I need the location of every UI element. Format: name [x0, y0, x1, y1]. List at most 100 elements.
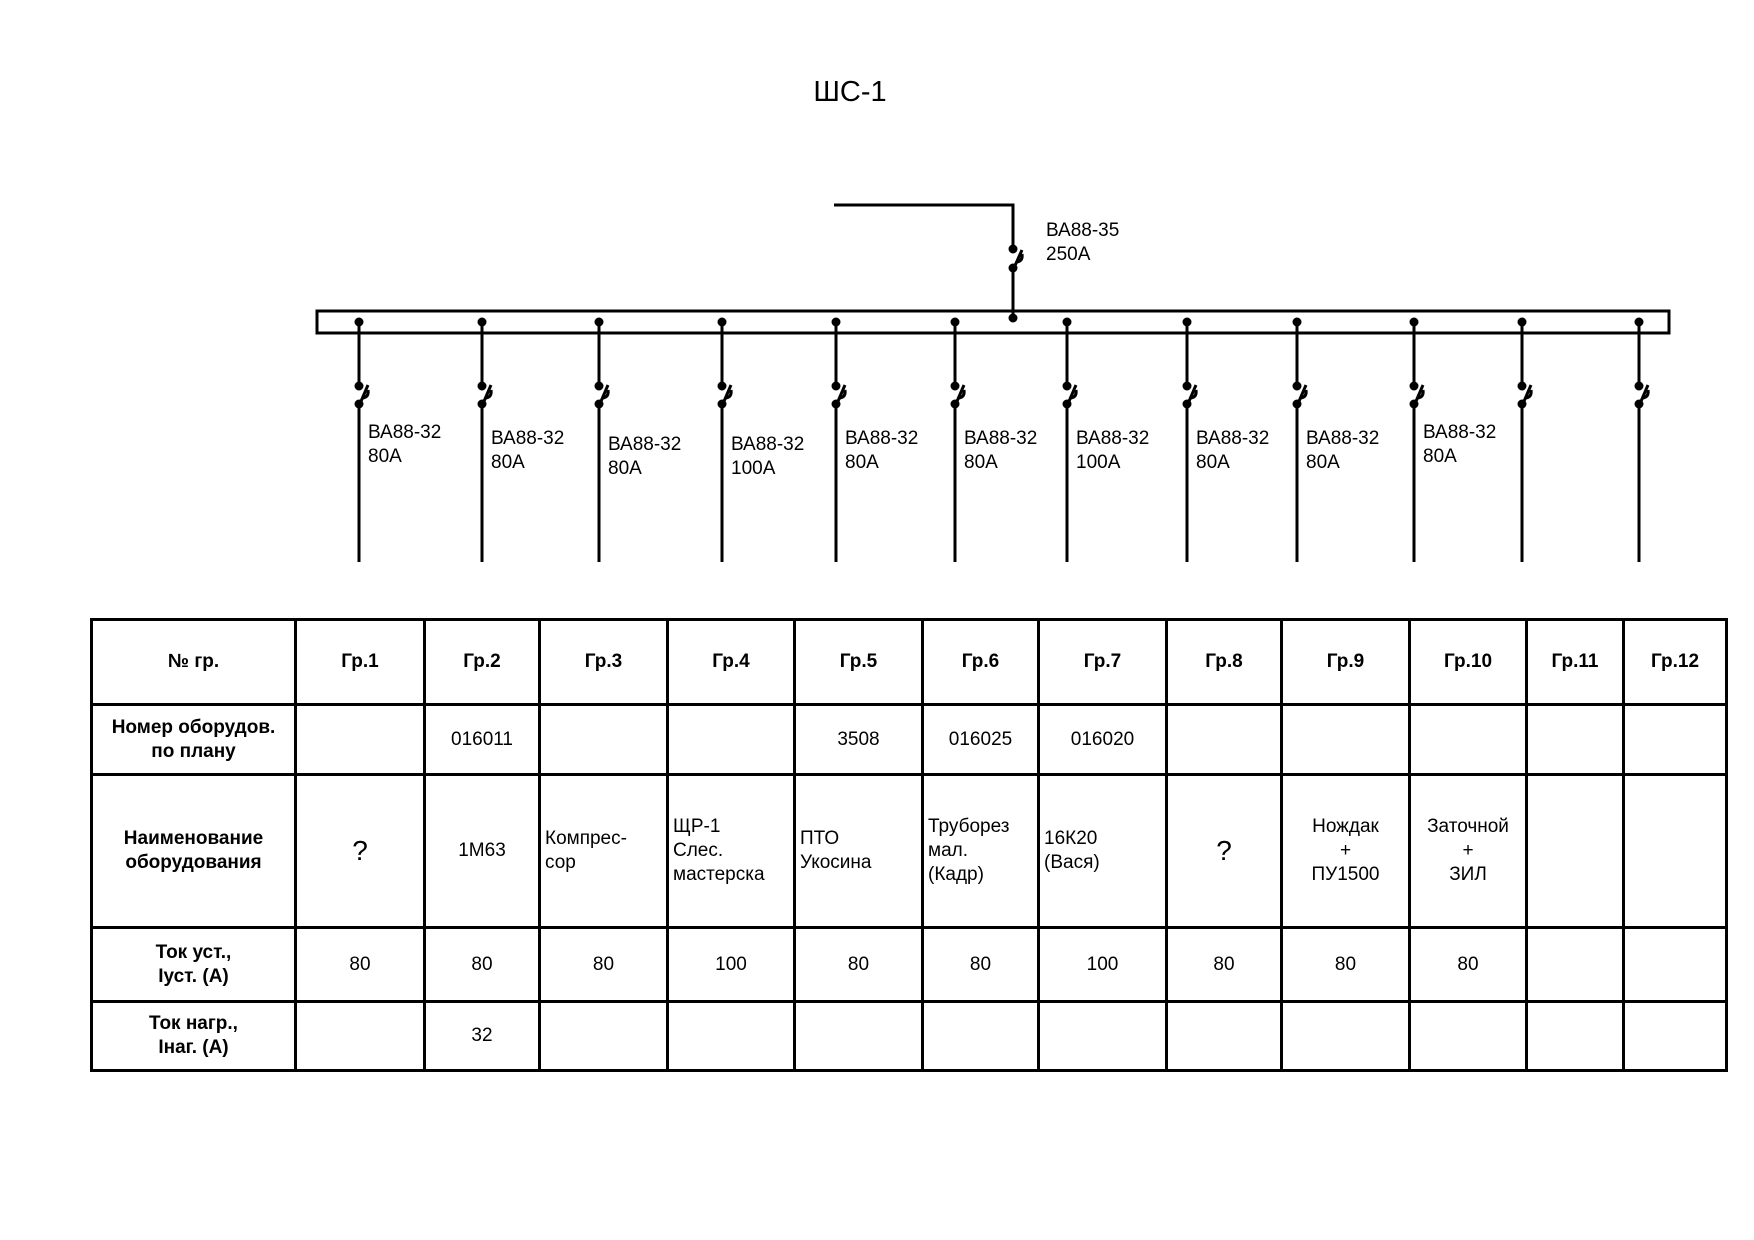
equipment-number-cell: 016025 [921, 703, 1040, 776]
equipment-number-cell [1280, 703, 1411, 776]
equipment-name-cell: Заточной + ЗИЛ [1408, 773, 1528, 929]
breaker-rating: 80А [964, 452, 998, 473]
equipment-name-cell: ПТО Укосина [793, 773, 924, 929]
row-header: Наименование оборудования [90, 773, 297, 929]
single-line-diagram [315, 203, 1671, 562]
group-number-cell: Гр.7 [1037, 618, 1168, 706]
table-row-load-current: Ток нагр., Iнаг. (А) 32 [90, 1000, 1728, 1072]
set-current-cell: 100 [1037, 926, 1168, 1003]
equipment-number-cell: 3508 [793, 703, 924, 776]
set-current-cell: 80 [793, 926, 924, 1003]
breaker-rating: 80А [608, 458, 642, 479]
equipment-number-cell [1622, 703, 1728, 776]
set-current-cell: 80 [423, 926, 541, 1003]
group-number-cell: Гр.10 [1408, 618, 1528, 706]
breaker-rating: 100А [731, 458, 776, 479]
equipment-number-cell [1525, 703, 1625, 776]
equipment-name-cell: 1М63 [423, 773, 541, 929]
group-number-cell: Гр.3 [538, 618, 669, 706]
load-current-cell [1408, 1000, 1528, 1072]
load-current-cell [793, 1000, 924, 1072]
equipment-number-cell: 016020 [1037, 703, 1168, 776]
equipment-number-cell [1408, 703, 1528, 776]
branch-label-4: ВА88-32 100А [731, 433, 804, 481]
main-breaker-model: ВА88-35 [1046, 220, 1120, 241]
branch-breaker-11 [1517, 317, 1533, 562]
group-number-cell: Гр.9 [1280, 618, 1411, 706]
branch-breaker-12 [1634, 317, 1650, 562]
equipment-name-cell: ? [294, 773, 426, 929]
load-current-cell [1525, 1000, 1625, 1072]
set-current-cell: 80 [1408, 926, 1528, 1003]
equipment-name-cell [1525, 773, 1625, 929]
load-current-cell [1622, 1000, 1728, 1072]
load-current-cell [1037, 1000, 1168, 1072]
branch-label-8: ВА88-32 80А [1196, 427, 1269, 475]
set-current-cell: 80 [921, 926, 1040, 1003]
branch-breaker-2 [477, 317, 493, 562]
branch-breaker-6 [950, 317, 966, 562]
group-number-cell: Гр.1 [294, 618, 426, 706]
branch-breaker-4 [717, 317, 733, 562]
equipment-name-cell: Нождак + ПУ1500 [1280, 773, 1411, 929]
load-current-cell [921, 1000, 1040, 1072]
breaker-rating: 80А [1423, 446, 1457, 467]
equipment-number-cell [294, 703, 426, 776]
group-number-cell: Гр.11 [1525, 618, 1625, 706]
breaker-model: ВА88-32 [491, 428, 565, 449]
breaker-model: ВА88-32 [368, 422, 442, 443]
equipment-name-cell: ? [1165, 773, 1283, 929]
feeder-line [834, 203, 1024, 323]
branch-label-10: ВА88-32 80А [1423, 421, 1496, 469]
load-current-cell [294, 1000, 426, 1072]
load-current-cell [538, 1000, 669, 1072]
group-number-cell: Гр.12 [1622, 618, 1728, 706]
group-number-cell: Гр.6 [921, 618, 1040, 706]
equipment-name-cell: Труборез мал. (Кадр) [921, 773, 1040, 929]
set-current-cell [1525, 926, 1625, 1003]
breaker-rating: 80А [1196, 452, 1230, 473]
branch-breaker-10 [1409, 317, 1425, 562]
breaker-model: ВА88-32 [1196, 428, 1270, 449]
breaker-model: ВА88-32 [1423, 422, 1497, 443]
load-current-cell [1280, 1000, 1411, 1072]
row-header: Ток нагр., Iнаг. (А) [90, 1000, 297, 1072]
breaker-rating: 100А [1076, 452, 1121, 473]
breaker-rating: 80А [1306, 452, 1340, 473]
breaker-model: ВА88-32 [845, 428, 919, 449]
group-number-cell: Гр.8 [1165, 618, 1283, 706]
equipment-number-cell [666, 703, 796, 776]
equipment-name-cell: Компрес- сор [538, 773, 669, 929]
equipment-number-cell [1165, 703, 1283, 776]
load-current-cell [1165, 1000, 1283, 1072]
breaker-model: ВА88-32 [731, 434, 805, 455]
set-current-cell: 80 [538, 926, 669, 1003]
breaker-model: ВА88-32 [964, 428, 1038, 449]
branch-breaker-3 [594, 317, 610, 562]
branch-breaker-7 [1062, 317, 1078, 562]
branch-breaker-5 [831, 317, 847, 562]
branch-label-3: ВА88-32 80А [608, 433, 681, 481]
busbar [315, 309, 1671, 335]
breaker-rating: 80А [491, 452, 525, 473]
set-current-cell: 80 [294, 926, 426, 1003]
group-number-cell: Гр.2 [423, 618, 541, 706]
panel-title: ШС-1 [813, 76, 887, 108]
row-header: Ток уст., Iуст. (А) [90, 926, 297, 1003]
group-number-cell: Гр.5 [793, 618, 924, 706]
equipment-name-cell: 16К20 (Вася) [1037, 773, 1168, 929]
row-header: № гр. [90, 618, 297, 706]
equipment-name-cell [1622, 773, 1728, 929]
equipment-number-cell [538, 703, 669, 776]
load-current-cell: 32 [423, 1000, 541, 1072]
group-number-cell: Гр.4 [666, 618, 796, 706]
breaker-model: ВА88-32 [608, 434, 682, 455]
